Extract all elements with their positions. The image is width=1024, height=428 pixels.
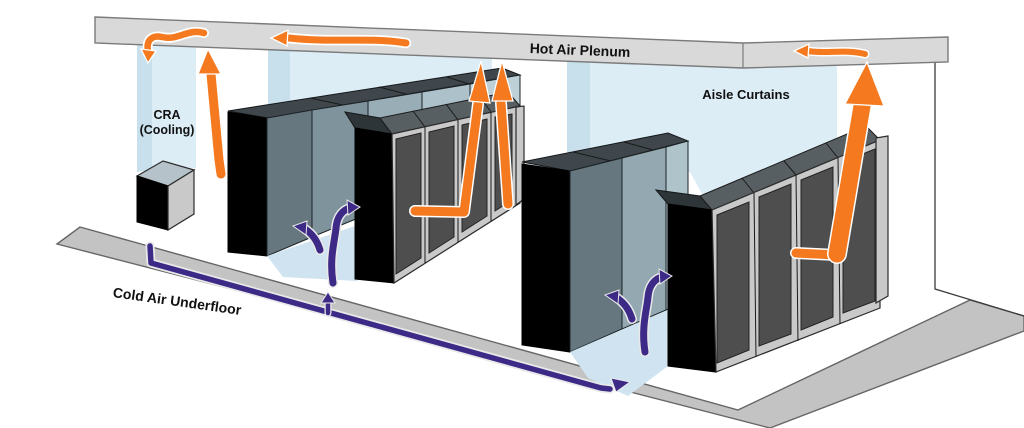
rack-row-pod1-right: [343, 91, 525, 285]
cold-aisle-supply-arrows-pod1: [291, 199, 361, 288]
cold-air-underfloor-label: Cold Air Underfloor: [112, 284, 243, 318]
cra-label-line1: CRA: [153, 108, 180, 122]
cold-air-underfloor-duct-line: [145, 241, 632, 394]
hot-air-plenum-label: Hot Air Plenum: [529, 40, 630, 60]
hot-air-plenum-flow-arrow-right: [792, 42, 870, 60]
aisle-curtains-label: Aisle Curtains: [702, 87, 789, 102]
hot-air-plenum: [94, 16, 949, 69]
room-right-wall: [934, 63, 1024, 317]
cra-riser-arrow: [197, 47, 227, 180]
hot-aisle-riser-arrow-pod2: [790, 60, 885, 264]
hot-air-plenum-flow-arrow-left: [269, 28, 412, 49]
cold-aisle-floor-pod2: [570, 302, 695, 396]
hot-air-return-squiggle-arrow: [139, 26, 209, 65]
underfloor-slab: [55, 226, 1024, 428]
cra-label-line2: (Cooling): [140, 123, 195, 137]
cra-unit: [135, 160, 196, 232]
aisle-curtain-pod2: [567, 60, 837, 212]
cra-cooling-duct: [137, 44, 196, 172]
hot-aisle-riser-arrows-pod1: [409, 58, 514, 218]
